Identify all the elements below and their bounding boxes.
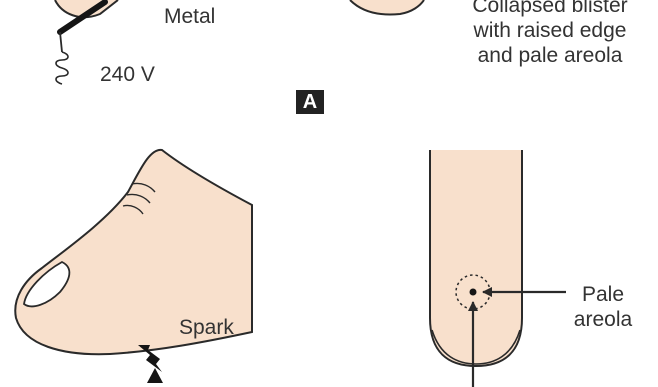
label-pale-areola-line-2: areola — [568, 308, 638, 333]
label-pale-areola-line-1: Pale — [568, 283, 638, 308]
top-finger-middle — [350, 0, 424, 14]
blister-dot — [470, 289, 477, 296]
wire-coil — [56, 52, 68, 84]
label-blister-line-1: Collapsed blister — [452, 0, 648, 19]
label-spark: Spark — [179, 316, 234, 341]
fingertip-front-view — [430, 150, 522, 366]
label-voltage: 240 V — [100, 63, 155, 88]
label-pale-areola: Pale areola — [568, 283, 638, 333]
wire — [60, 32, 62, 52]
label-blister-line-3: and pale areola — [452, 44, 648, 69]
label-metal: Metal — [164, 5, 215, 30]
panel-label: A — [296, 90, 324, 114]
label-blister-line-2: with raised edge — [452, 19, 648, 44]
label-collapsed-blister: Collapsed blister with raised edge and p… — [452, 0, 648, 68]
